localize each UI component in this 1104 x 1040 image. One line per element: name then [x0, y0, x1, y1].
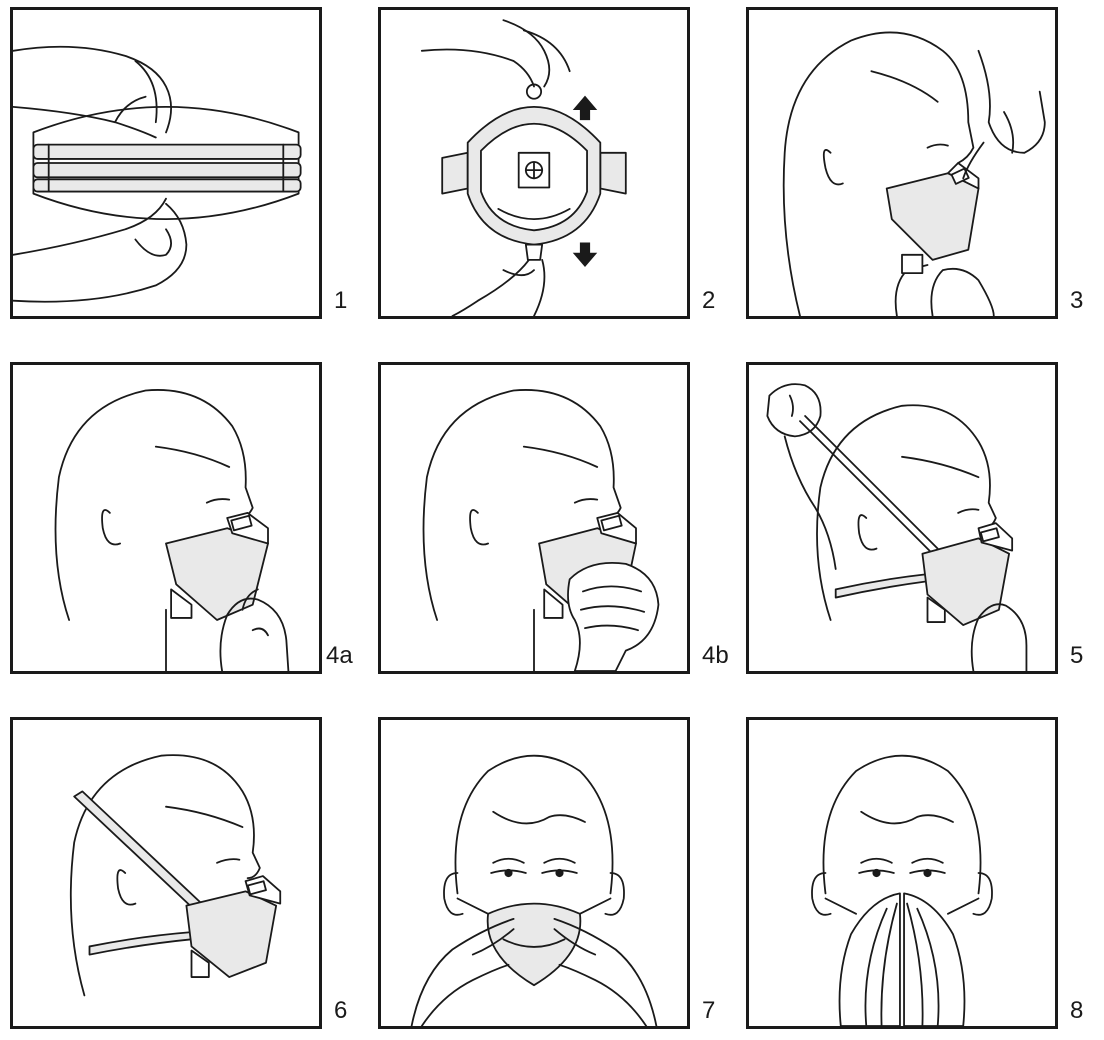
step-5-panel: [746, 362, 1058, 674]
step-8-label: 8: [1070, 997, 1084, 1024]
step-3-label: 3: [1070, 287, 1084, 314]
step-1-label: 1: [334, 287, 348, 314]
step-2-label: 2: [702, 287, 716, 314]
folded-mask-illustration: [13, 10, 319, 316]
step-7-label: 7: [702, 997, 716, 1024]
place-mask-on-face-illustration: [13, 365, 319, 671]
mould-nosepiece-illustration: [381, 720, 687, 1026]
step-4b-label: 4b: [702, 642, 729, 669]
step-2-panel: [378, 7, 690, 319]
step-3-panel: [746, 7, 1058, 319]
step-1-panel: [10, 7, 322, 319]
pull-top-strap-illustration: [749, 365, 1055, 671]
step-6-label: 6: [334, 997, 348, 1024]
step-4a-label: 4a: [326, 642, 353, 669]
bend-nosepiece-illustration: [749, 10, 1055, 316]
fit-check-illustration: [749, 720, 1055, 1026]
hold-mask-to-face-illustration: [381, 365, 687, 671]
step-6-panel: [10, 717, 322, 1029]
straps-positioned-illustration: [13, 720, 319, 1026]
step-7-panel: [378, 717, 690, 1029]
unfolded-mask-illustration: [381, 10, 687, 316]
step-4b-panel: [378, 362, 690, 674]
step-5-label: 5: [1070, 642, 1084, 669]
step-4a-panel: [10, 362, 322, 674]
step-8-panel: [746, 717, 1058, 1029]
